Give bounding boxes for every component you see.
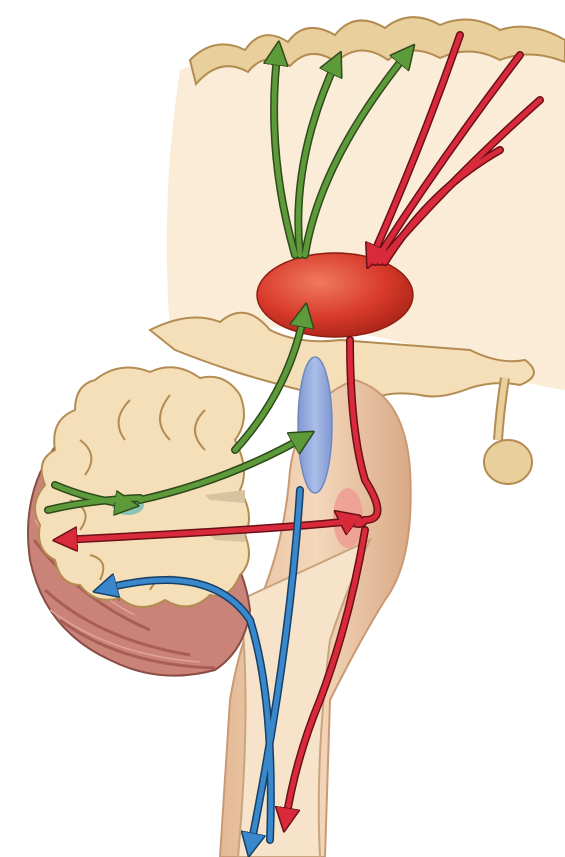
blue-tract-body <box>298 357 332 493</box>
large-red-nucleus <box>257 253 413 337</box>
pituitary-bulb <box>484 378 532 484</box>
cerebellum <box>28 367 250 675</box>
